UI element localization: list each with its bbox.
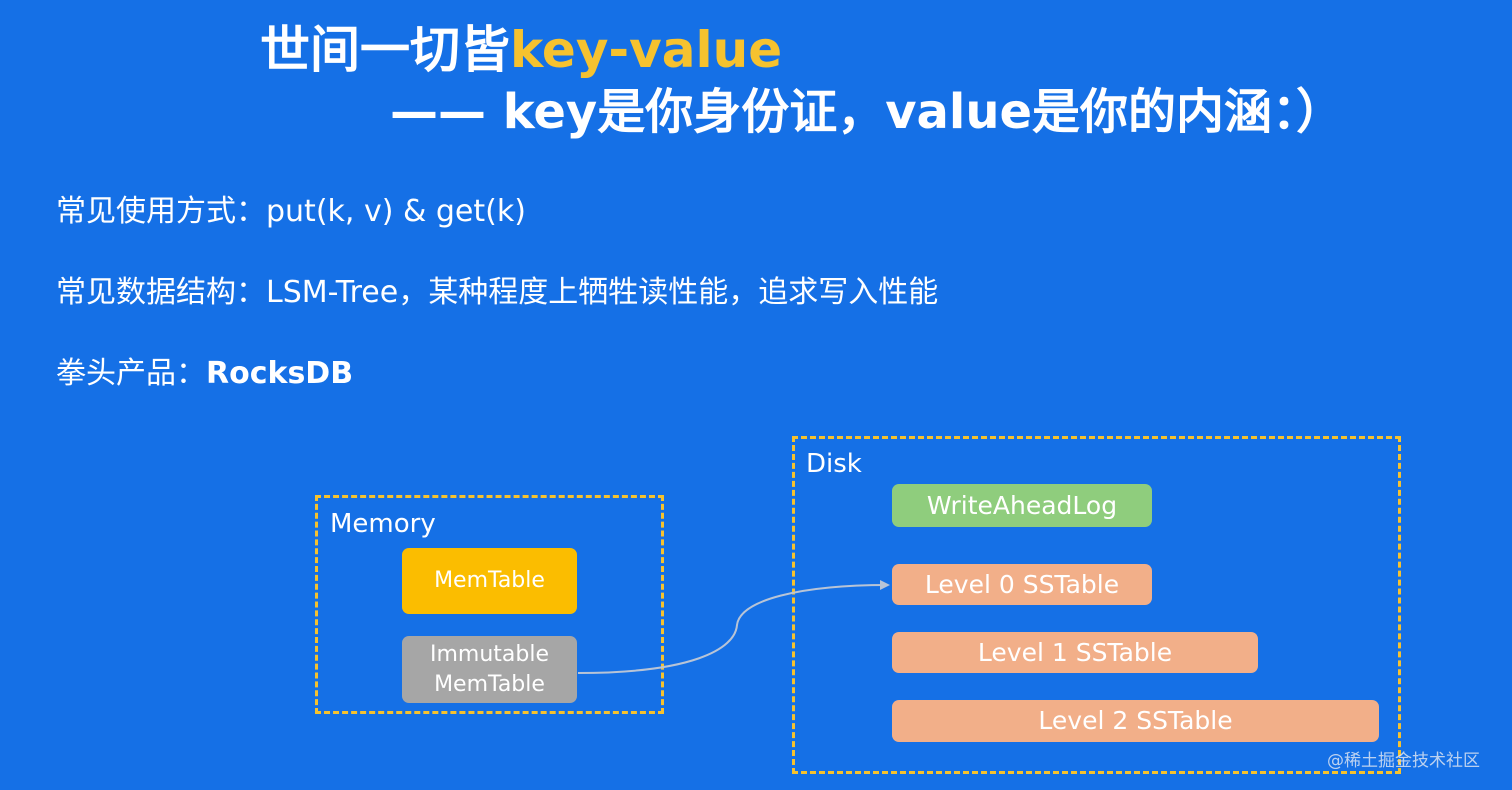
title-highlight: key-value bbox=[510, 21, 783, 79]
immutable-line-2: MemTable bbox=[434, 671, 545, 697]
title-line-2: —— key是你身份证，value是你的内涵：） bbox=[390, 84, 1345, 140]
wal-node: WriteAheadLog bbox=[892, 484, 1152, 527]
bullet-product-value: RocksDB bbox=[206, 356, 354, 391]
bullet-product-label: 拳头产品： bbox=[56, 356, 206, 391]
bullet-structure: 常见数据结构：LSM-Tree，某种程度上牺牲读性能，追求写入性能 bbox=[56, 275, 938, 311]
disk-label: Disk bbox=[806, 449, 862, 479]
level2-sstable-node: Level 2 SSTable bbox=[892, 700, 1379, 742]
immutable-line-1: Immutable bbox=[429, 641, 549, 667]
title-main: 世间一切皆 bbox=[260, 21, 510, 79]
level0-sstable-node: Level 0 SSTable bbox=[892, 564, 1152, 605]
bullet-usage-value: put(k, v) & get(k) bbox=[266, 194, 526, 229]
bullet-structure-value: LSM-Tree，某种程度上牺牲读性能，追求写入性能 bbox=[266, 275, 939, 310]
immutable-memtable-node: Immutable MemTable bbox=[402, 636, 577, 703]
level1-sstable-node: Level 1 SSTable bbox=[892, 632, 1258, 673]
title-line-1: 世间一切皆key-value bbox=[260, 22, 782, 78]
memory-label: Memory bbox=[330, 509, 436, 539]
watermark: @稀土掘金技术社区 bbox=[1327, 751, 1480, 771]
memtable-node: MemTable bbox=[402, 548, 577, 614]
bullet-usage: 常见使用方式：put(k, v) & get(k) bbox=[56, 194, 526, 230]
bullet-structure-label: 常见数据结构： bbox=[56, 275, 266, 310]
bullet-usage-label: 常见使用方式： bbox=[56, 194, 266, 229]
bullet-product: 拳头产品：RocksDB bbox=[56, 356, 353, 392]
